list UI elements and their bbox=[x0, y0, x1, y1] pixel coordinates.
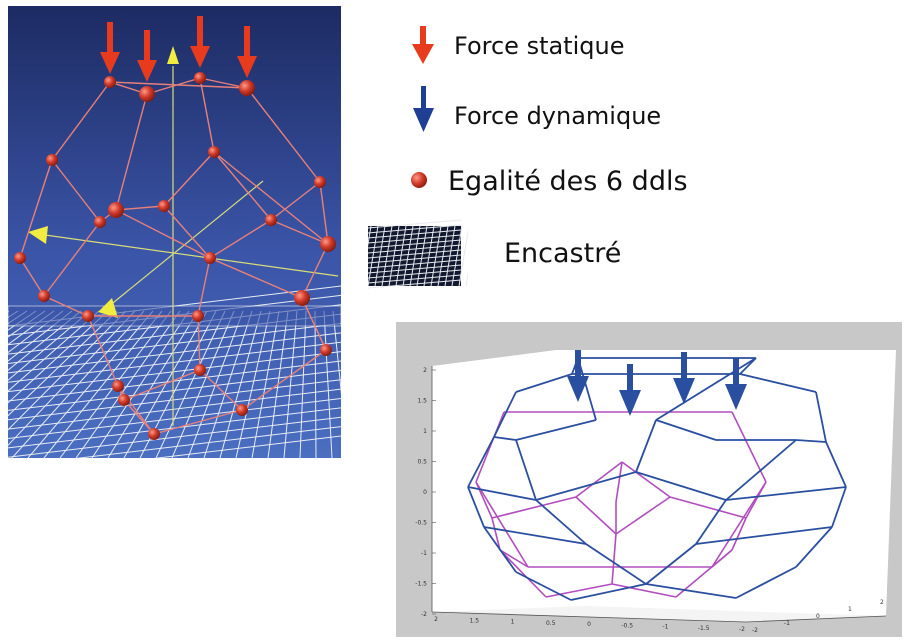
structure-node bbox=[104, 76, 116, 88]
structure-node bbox=[158, 200, 170, 212]
dof-equality-label: Egalité des 6 ddls bbox=[448, 166, 688, 197]
structure-node bbox=[139, 86, 155, 102]
x-tick-label: -1 bbox=[663, 624, 669, 631]
clamped-label: Encastré bbox=[504, 238, 622, 269]
deformed-structure-lines bbox=[467, 357, 847, 601]
structure-node bbox=[239, 80, 255, 96]
structure-node bbox=[320, 344, 332, 356]
y-axis-arrow-icon bbox=[167, 46, 179, 64]
y-tick-label: -0.5 bbox=[415, 520, 427, 527]
structure-node bbox=[192, 310, 204, 322]
y-tick-label: 1.5 bbox=[417, 398, 427, 405]
static-force-arrow-icon bbox=[412, 26, 434, 64]
static-force-arrow bbox=[237, 26, 257, 78]
z-tick-label: -1 bbox=[784, 620, 790, 627]
y-tick-label: 2 bbox=[423, 367, 427, 374]
structure-node bbox=[118, 394, 130, 406]
x-tick-label: 0.5 bbox=[546, 620, 556, 627]
static-force-arrow bbox=[100, 22, 120, 74]
z-tick-label: 0 bbox=[816, 613, 820, 620]
x-tick-label: 1 bbox=[511, 619, 515, 626]
dynamic-force-arrow bbox=[725, 358, 747, 410]
dynamic-force-arrow bbox=[619, 364, 641, 416]
clamped-grid-icon bbox=[368, 219, 468, 289]
legend-symbols bbox=[368, 26, 468, 289]
x-tick-label: 1.5 bbox=[469, 617, 479, 624]
dynamic-force-arrow bbox=[673, 352, 695, 404]
legend: Force statique Force dynamique Egalité d… bbox=[368, 14, 748, 304]
x-tick-label: -1.5 bbox=[698, 625, 710, 632]
y-axis-ticks: 2 1.5 1 0.5 0 -0.5 -1 -1.5 -2 bbox=[415, 367, 436, 618]
static-force-label: Force statique bbox=[454, 32, 625, 60]
structure-node bbox=[194, 72, 206, 84]
3d-simulation-view bbox=[8, 6, 341, 458]
dynamic-force-arrow bbox=[567, 350, 589, 402]
z-axis-arrow-icon bbox=[98, 298, 118, 318]
y-tick-label: -2 bbox=[421, 611, 427, 618]
deformation-plot: 2 1.5 1 0.5 0 -0.5 -1 -1.5 -2 2 1.5 1 0.5 0 -0.5 -1 -1.… bbox=[396, 322, 902, 637]
structure-node bbox=[112, 380, 124, 392]
x-axis-ticks: 2 1.5 1 0.5 0 -0.5 -1 -1.5 -2 bbox=[434, 616, 745, 633]
y-tick-label: 0.5 bbox=[417, 459, 427, 466]
structure-node bbox=[204, 252, 216, 264]
x-tick-label: 2 bbox=[434, 616, 438, 623]
structure-node bbox=[265, 214, 277, 226]
structure-node bbox=[208, 146, 220, 158]
structure-node bbox=[38, 290, 50, 302]
z-tick-label: 1 bbox=[848, 606, 852, 613]
coordinate-axes bbox=[37, 66, 339, 426]
dynamic-force-label: Force dynamique bbox=[454, 102, 662, 130]
original-structure-lines bbox=[475, 411, 767, 598]
plot-floor bbox=[432, 606, 886, 622]
x-tick-label: -2 bbox=[739, 626, 745, 633]
structure-frame bbox=[19, 77, 329, 435]
y-tick-label: 0 bbox=[423, 489, 427, 496]
structure-node bbox=[294, 290, 310, 306]
z-tick-label: 2 bbox=[880, 599, 884, 606]
y-tick-label: -1.5 bbox=[415, 581, 427, 588]
y-tick-label: 1 bbox=[423, 428, 427, 435]
structure-node bbox=[194, 364, 206, 376]
structure-node bbox=[108, 202, 124, 218]
plot-axis-lines bbox=[431, 366, 887, 623]
structure-node bbox=[82, 310, 94, 322]
structure-node bbox=[236, 404, 248, 416]
structure-node bbox=[46, 154, 58, 166]
scene-background bbox=[8, 6, 341, 458]
structure-node bbox=[314, 176, 326, 188]
node-sphere-icon bbox=[411, 172, 427, 188]
x-axis-arrow-icon bbox=[28, 226, 48, 244]
z-axis-ticks: -2 -1 0 1 2 bbox=[752, 599, 884, 634]
structure-node bbox=[148, 428, 160, 440]
z-tick-label: -2 bbox=[752, 627, 758, 634]
structure-node bbox=[320, 236, 336, 252]
x-tick-label: -0.5 bbox=[621, 622, 633, 629]
structure-nodes bbox=[14, 72, 336, 440]
static-force-arrow bbox=[137, 30, 157, 82]
y-tick-label: -1 bbox=[421, 550, 427, 557]
structure-node bbox=[14, 252, 26, 264]
x-tick-label: 0 bbox=[587, 621, 591, 628]
dynamic-force-arrows bbox=[567, 350, 747, 416]
structure-node bbox=[94, 216, 106, 228]
plot-axes-box bbox=[432, 350, 896, 616]
static-force-arrow bbox=[190, 16, 210, 68]
dynamic-force-arrow-icon bbox=[413, 86, 434, 132]
static-force-arrows bbox=[100, 16, 257, 82]
